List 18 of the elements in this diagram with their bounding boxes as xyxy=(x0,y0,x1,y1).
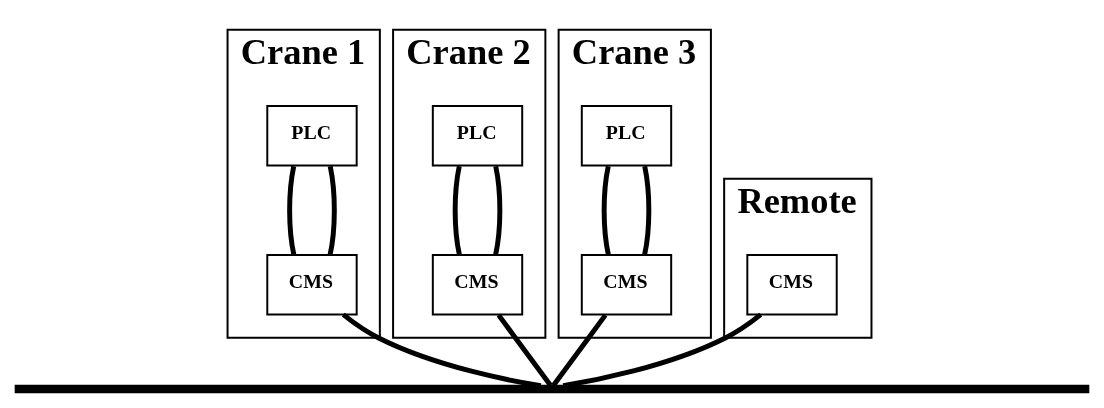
connector xyxy=(601,165,611,255)
connector xyxy=(493,165,503,255)
node-box: CMS xyxy=(746,253,838,316)
node-box: PLC xyxy=(266,104,358,167)
connector xyxy=(327,165,337,255)
node-box: CMS xyxy=(266,253,358,316)
node-bar xyxy=(14,384,1090,393)
connector xyxy=(452,165,462,255)
node-box: PLC xyxy=(431,104,524,167)
connector xyxy=(287,165,297,255)
connector xyxy=(551,313,608,387)
connector xyxy=(642,165,652,255)
connector xyxy=(496,313,553,387)
node-box: CMS xyxy=(431,253,524,316)
node-box: CMS xyxy=(580,253,673,316)
connector xyxy=(341,312,542,388)
node-box: PLC xyxy=(580,104,673,167)
connector xyxy=(562,312,763,388)
